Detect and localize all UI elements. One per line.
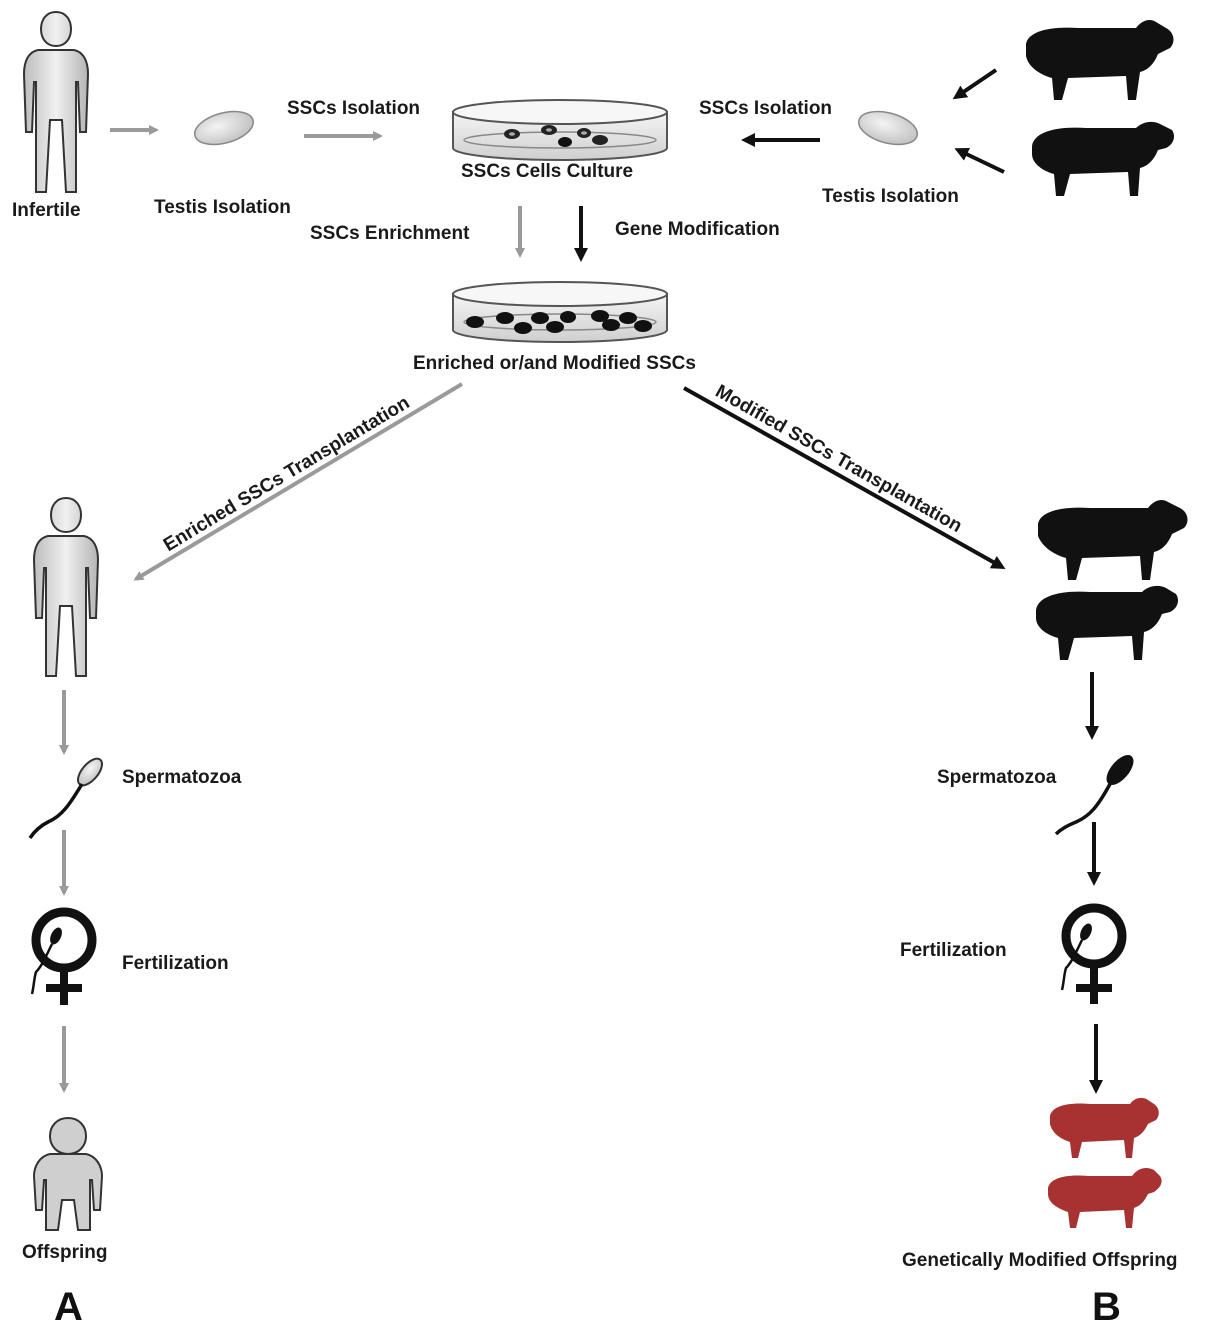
label-enriched-modified-sscs: Enriched or/and Modified SSCs (413, 353, 696, 375)
label-ssc-isolation-right: SSCs Isolation (699, 98, 832, 120)
arrow-enriched-transplantation (136, 384, 462, 579)
label-gm-offspring: Genetically Modified Offspring (902, 1250, 1178, 1272)
label-gene-modification: Gene Modification (615, 219, 780, 241)
label-testis-isolation-right: Testis Isolation (822, 186, 959, 208)
arrow-modified-transplantation (684, 388, 1002, 567)
label-ssc-isolation-left: SSCs Isolation (287, 98, 420, 120)
label-infertile: Infertile (12, 200, 81, 222)
infertile-human-icon (24, 12, 88, 192)
label-fertilization-left: Fertilization (122, 953, 229, 975)
recipient-human-icon (34, 498, 98, 676)
testis-right-icon (855, 106, 921, 151)
spermatozoa-left-icon (30, 755, 106, 838)
gm-ram-offspring-icon (1048, 1168, 1162, 1228)
ram-donor-icon (1032, 122, 1174, 196)
female-symbol-right-icon (1062, 908, 1122, 1004)
arrow-bull-testis (956, 70, 996, 97)
label-ssc-culture: SSCs Cells Culture (461, 161, 633, 183)
label-spermatozoa-right: Spermatozoa (937, 767, 1056, 789)
label-testis-isolation-left: Testis Isolation (154, 197, 291, 219)
arrow-ram-testis (958, 150, 1004, 172)
enriched-dish-icon (453, 282, 667, 342)
ram-recipient-icon (1036, 586, 1178, 660)
label-fertilization-right: Fertilization (900, 940, 1007, 962)
offspring-child-icon (34, 1118, 102, 1230)
label-offspring: Offspring (22, 1242, 108, 1264)
panel-label-b: B (1092, 1285, 1121, 1330)
panel-label-a: A (54, 1285, 83, 1330)
label-spermatozoa-left: Spermatozoa (122, 767, 241, 789)
culture-dish-icon (453, 100, 667, 160)
label-ssc-enrichment: SSCs Enrichment (310, 223, 469, 245)
bull-recipient-icon (1038, 500, 1187, 580)
spermatozoa-right-icon (1056, 750, 1138, 834)
bull-donor-icon (1026, 20, 1173, 100)
female-symbol-left-icon (32, 912, 92, 1005)
gm-bull-offspring-icon (1050, 1098, 1159, 1158)
testis-left-icon (191, 106, 257, 151)
